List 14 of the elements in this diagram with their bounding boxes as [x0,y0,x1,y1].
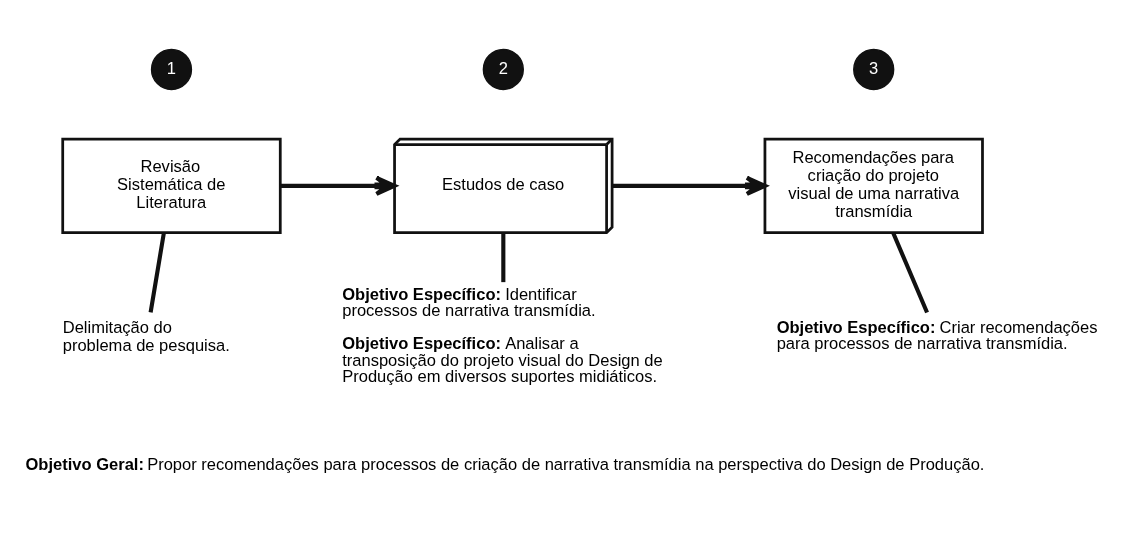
connector [891,232,929,314]
node-text: Delimitação do problema de pesquisa. [62,317,230,355]
node-circle: 2 [482,48,524,91]
arrow [612,175,767,196]
node-circle: 3 [853,48,895,91]
label: Objetivo Geral: Propor recomendações para processos de criação de narrativa transmídia na perspectiva do Design de Produção. [25,454,985,474]
node-box: Recomendações para criação do projeto visual de uma narrativa transmídia [763,137,984,234]
arrow [280,175,397,196]
connector [501,233,506,283]
node-text: Objetivo Específico: Criar recomendações para processos de narrativa transmídia. [776,317,1098,354]
node-circle: 1 [150,48,193,91]
node-box: Revisão Sistemática de Literatura [61,137,282,234]
connector [148,232,166,313]
node-text: Objetivo Específico: Identificar processos de narrativa transmídia. Objetivo Específico: Analisar a transposição do projeto visual do Design de Produção em diversos suportes midiáticos. [342,284,663,387]
